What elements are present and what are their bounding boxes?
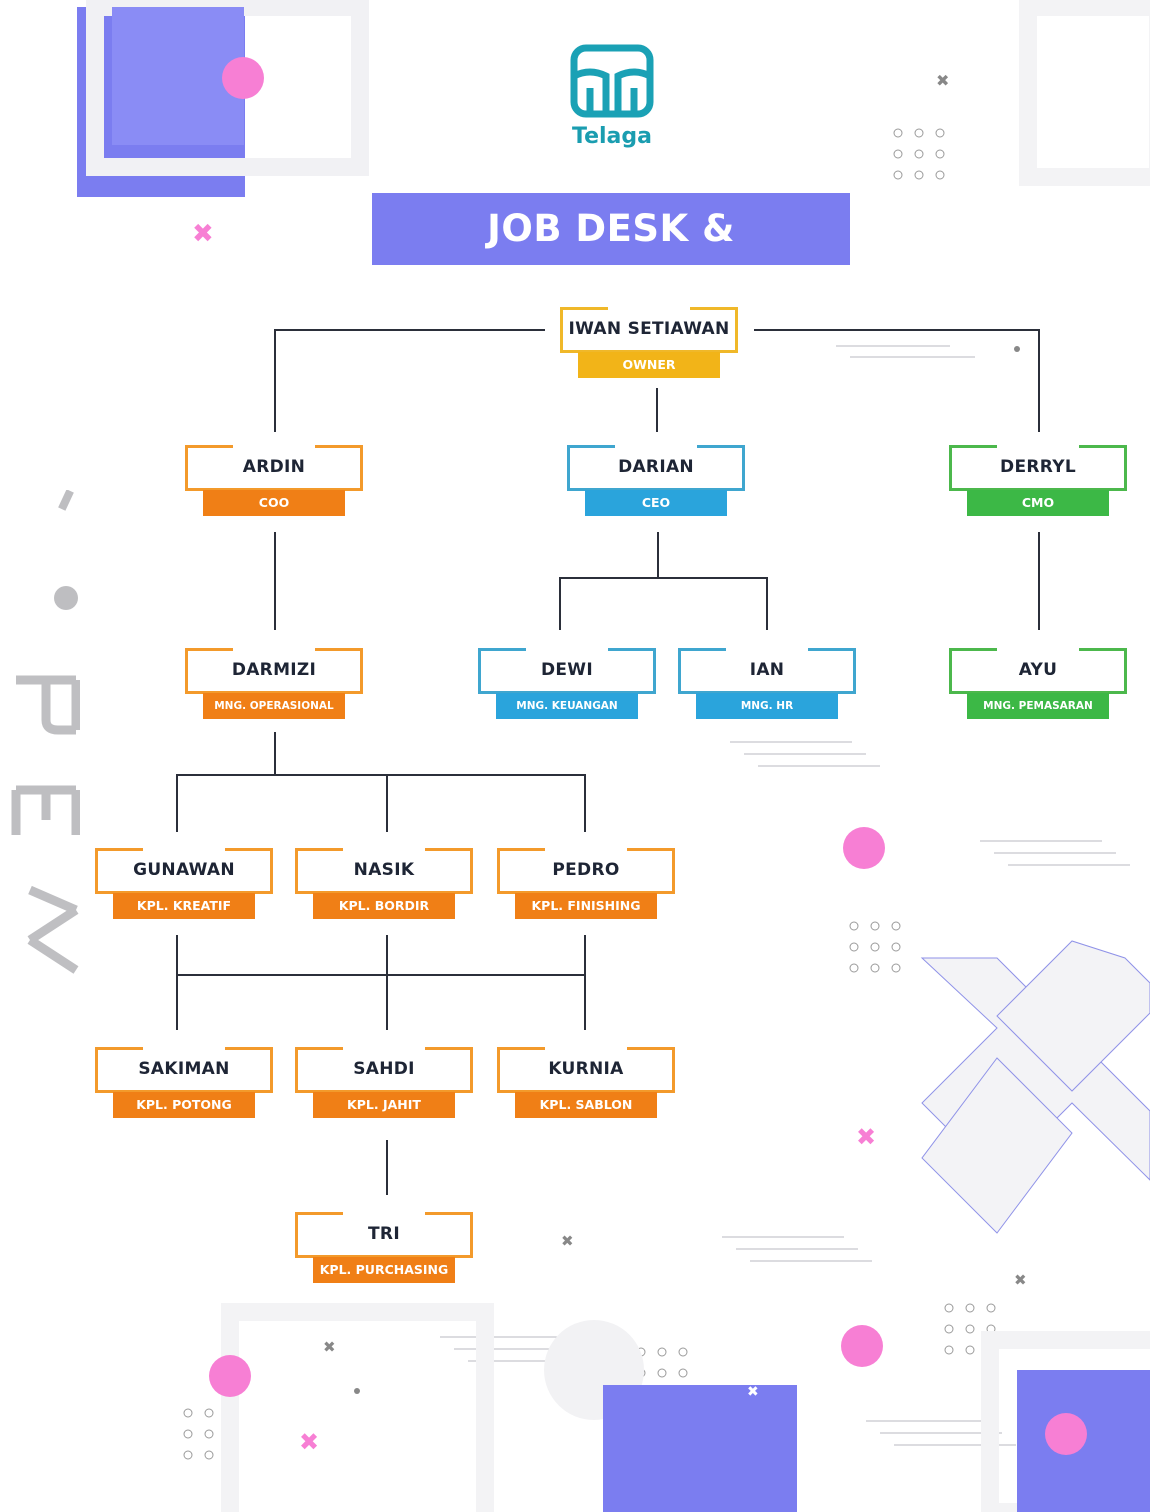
node-pedro: PEDRO KPL. FINISHING: [497, 848, 675, 924]
page-title: JOB DESK & AUTHORITY: [372, 193, 850, 322]
node-role: MNG. HR: [696, 693, 838, 719]
node-role: MNG. KEUANGAN: [496, 693, 638, 719]
node-dewi: DEWI MNG. KEUANGAN: [478, 648, 656, 724]
node-role: KPL. KREATIF: [113, 893, 255, 919]
watermark: [11, 490, 80, 974]
svg-text:✖: ✖: [856, 1123, 876, 1151]
node-name: AYU: [1018, 660, 1058, 680]
node-name: KURNIA: [548, 1059, 624, 1079]
node-name: SAKIMAN: [138, 1059, 230, 1079]
node-derryl: DERRYL CMO: [949, 445, 1127, 521]
svg-text:✖: ✖: [192, 219, 214, 249]
brand-logo: Telaga: [560, 44, 664, 149]
node-name: GUNAWAN: [133, 860, 235, 880]
node-darian: DARIAN CEO: [567, 445, 745, 521]
svg-text:✖: ✖: [747, 1384, 759, 1400]
node-gunawan: GUNAWAN KPL. KREATIF: [95, 848, 273, 924]
node-name: IAN: [749, 660, 785, 680]
node-name: SAHDI: [353, 1059, 415, 1079]
node-role: CEO: [585, 490, 727, 516]
node-role: MNG. PEMASARAN: [967, 693, 1109, 719]
svg-text:✖: ✖: [561, 1232, 574, 1250]
node-ian: IAN MNG. HR: [678, 648, 856, 724]
node-name: TRI: [368, 1224, 400, 1244]
node-sahdi: SAHDI KPL. JAHIT: [295, 1047, 473, 1123]
node-ardin: ARDIN COO: [185, 445, 363, 521]
node-name: DARIAN: [618, 457, 694, 477]
node-role: KPL. POTONG: [113, 1092, 255, 1118]
node-role: OWNER: [578, 352, 720, 378]
node-role: COO: [203, 490, 345, 516]
node-kurnia: KURNIA KPL. SABLON: [497, 1047, 675, 1123]
node-name: DERRYL: [1000, 457, 1076, 477]
node-ayu: AYU MNG. PEMASARAN: [949, 648, 1127, 724]
node-sakiman: SAKIMAN KPL. POTONG: [95, 1047, 273, 1123]
node-role: KPL. JAHIT: [313, 1092, 455, 1118]
node-iwan-setiawan: IWAN SETIAWAN OWNER: [560, 307, 738, 383]
node-role: MNG. OPERASIONAL: [203, 693, 345, 719]
node-darmizi: DARMIZI MNG. OPERASIONAL: [185, 648, 363, 724]
node-role: CMO: [967, 490, 1109, 516]
node-name: DEWI: [540, 660, 593, 680]
node-name: NASIK: [353, 860, 415, 880]
node-nasik: NASIK KPL. BORDIR: [295, 848, 473, 924]
node-name: DARMIZI: [231, 660, 317, 680]
node-name: ARDIN: [242, 457, 306, 477]
node-role: KPL. SABLON: [515, 1092, 657, 1118]
node-role: KPL. BORDIR: [313, 893, 455, 919]
brand-name: Telaga: [572, 124, 652, 149]
telaga-logo-icon: [570, 44, 654, 118]
svg-text:✖: ✖: [299, 1428, 319, 1456]
node-tri: TRI KPL. PURCHASING: [295, 1212, 473, 1288]
node-role: KPL. FINISHING: [515, 893, 657, 919]
svg-text:✖: ✖: [936, 71, 949, 90]
svg-text:✖: ✖: [1014, 1271, 1027, 1289]
node-name: IWAN SETIAWAN: [568, 319, 730, 339]
svg-text:✖: ✖: [323, 1338, 336, 1356]
node-name: PEDRO: [552, 860, 620, 880]
node-role: KPL. PURCHASING: [313, 1257, 455, 1283]
